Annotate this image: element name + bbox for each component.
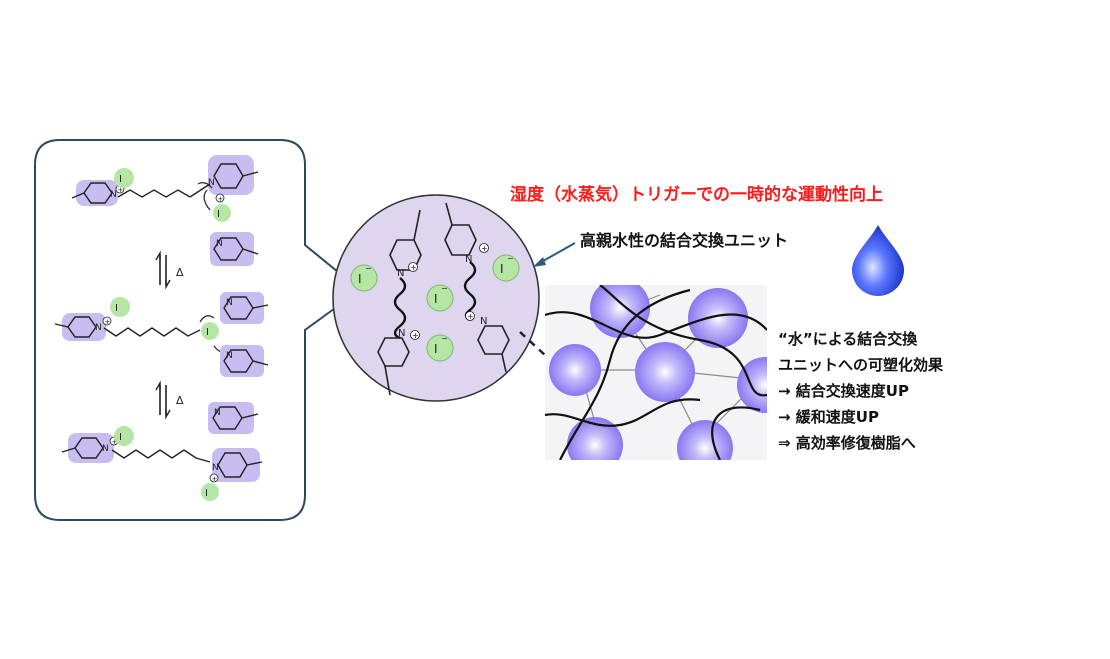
alkyl-chain [117, 189, 191, 198]
nitrogen-label: N [226, 298, 233, 308]
iodide-label: I [358, 272, 362, 286]
charge-plus: + [212, 475, 218, 483]
iodide-label: I [115, 303, 118, 314]
charge-plus: + [118, 186, 124, 194]
charge-minus: − [365, 264, 372, 273]
zoom-circle: N + N + N + N + I − I − I [332, 194, 540, 402]
heat-delta-label: Δ [176, 394, 184, 407]
network-crosslink-sphere [590, 285, 650, 338]
curved-arrow [199, 315, 215, 323]
charge-plus: + [218, 195, 224, 203]
pyridine-highlight [208, 402, 254, 434]
nitrogen-label: N [397, 268, 404, 279]
nitrogen-label: N [480, 316, 487, 327]
alkyl-chain [111, 449, 211, 463]
iodide-bubble [201, 322, 219, 340]
nitrogen-label: N [398, 328, 405, 339]
nitrogen-label: N [214, 408, 221, 418]
iodide-bubble [201, 483, 219, 501]
reaction-mechanism-panel [34, 139, 362, 521]
mechanism-step-2: N + I I N N [54, 292, 269, 377]
nitrogen-label: N [102, 444, 109, 454]
pyridine-highlight [210, 232, 254, 266]
iodide-bubble [213, 204, 231, 222]
equilibrium-arrow-2: Δ [155, 380, 184, 420]
iodide-label: I [206, 327, 209, 338]
charge-plus: + [412, 331, 419, 340]
equilibrium-arrow-1: Δ [155, 250, 184, 290]
iodide-label: I [500, 262, 504, 276]
polymer-network-image [545, 285, 767, 460]
network-crosslink-sphere [567, 417, 623, 460]
iodide-bubble [114, 426, 134, 446]
effect-line-2: ユニットへの可塑化効果 [778, 356, 944, 374]
mechanism-step-3: N N + I N + I [61, 402, 263, 501]
wavy-chain [393, 277, 407, 340]
iodide-label: I [434, 342, 438, 356]
nitrogen-label: N [212, 463, 219, 473]
pyridine-highlight [220, 345, 264, 377]
effect-line-4: → 緩和速度UP [778, 408, 879, 426]
effects-list: “水”による結合交換 ユニットへの可塑化効果 → 結合交換速度UP → 緩和速度… [778, 326, 943, 456]
effect-line-1: “水”による結合交換 [778, 330, 918, 348]
iodide-label: I [205, 488, 208, 499]
pyridine-highlight [220, 292, 264, 324]
heat-delta-label: Δ [176, 266, 184, 279]
nitrogen-label: N [208, 178, 215, 188]
mechanism-step-1: N + I N + I N [71, 155, 259, 266]
iodide-ions: I − I − I − I − [350, 254, 520, 362]
water-droplet-icon [852, 225, 904, 296]
iodide-bubble [110, 297, 130, 317]
nitrogen-label: N [226, 351, 233, 361]
alkyl-chain [103, 327, 201, 337]
network-crosslink-sphere [549, 344, 601, 396]
charge-minus: − [441, 284, 448, 293]
speech-bubble-frame [34, 139, 362, 521]
effect-line-3: → 結合交換速度UP [778, 382, 909, 400]
nitrogen-label: N [465, 254, 472, 265]
iodide-label: I [217, 209, 220, 220]
iodide-label: I [434, 292, 438, 306]
pyridinium-highlight [212, 448, 260, 482]
charge-plus: + [105, 318, 111, 326]
label-pointer-arrow [533, 242, 576, 267]
network-crosslink-sphere [677, 420, 733, 460]
charge-plus: + [467, 312, 474, 321]
charge-minus: − [441, 334, 448, 343]
iodide-label: I [119, 432, 122, 443]
humidity-trigger-title: 湿度（水蒸気）トリガーでの一時的な運動性向上 [510, 185, 883, 205]
nitrogen-label: N [95, 323, 102, 333]
charge-minus: − [507, 254, 514, 263]
network-crosslink-sphere [688, 288, 748, 348]
iodide-label: I [119, 174, 122, 185]
pyridine-ring [477, 325, 510, 355]
curved-arrow [197, 182, 213, 189]
charge-plus: + [481, 244, 488, 253]
polymer-chains [545, 285, 767, 460]
exchange-unit-label: 高親水性の結合交換ユニット [580, 231, 789, 250]
nitrogen-label: N [216, 239, 223, 249]
pyridine-ring [389, 239, 422, 271]
curved-arrow [203, 189, 211, 211]
iodide-bubble [114, 168, 134, 188]
effect-line-5: ⇒ 高効率修復樹脂へ [778, 434, 916, 452]
nitrogen-label: N [110, 190, 117, 200]
pyridine-ring [83, 182, 113, 204]
charge-plus: + [112, 438, 118, 446]
network-crosslink-sphere [635, 342, 695, 402]
charge-plus: + [410, 263, 417, 272]
